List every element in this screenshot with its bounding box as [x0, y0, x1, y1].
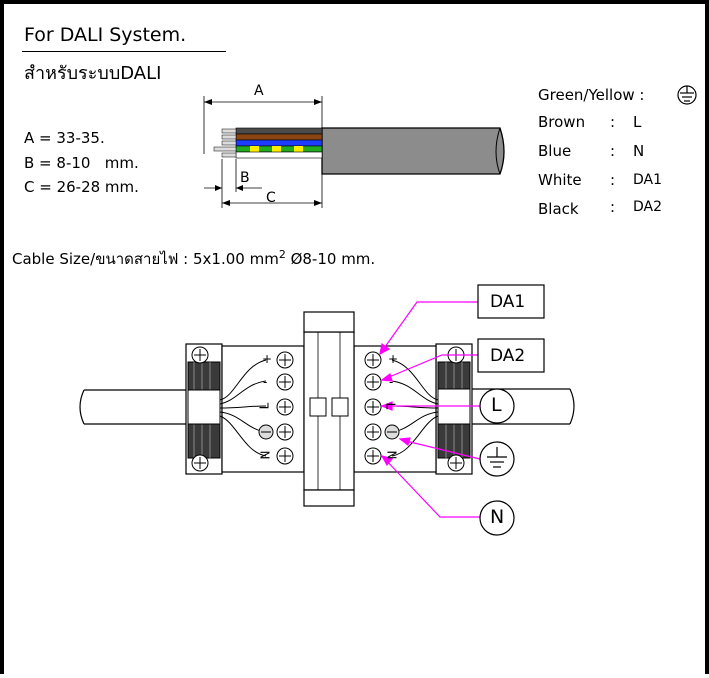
left-terminal-screws	[258, 351, 294, 465]
right-mark-minus: -	[389, 375, 394, 389]
legend-white-code: DA1	[633, 172, 663, 188]
left-mark-l: L	[257, 402, 272, 410]
legend-brown-code: L	[633, 113, 642, 131]
earth-symbol-legend-icon	[677, 85, 697, 105]
dimension-b-label: B	[240, 170, 250, 186]
legend-black-sep: :	[610, 198, 616, 216]
title-underline	[22, 51, 226, 52]
cable-size-superscript: 2	[278, 248, 286, 261]
right-mark-n: N	[384, 450, 399, 460]
dimension-a-text: A = 33-35.	[24, 129, 105, 147]
legend-black: Black	[538, 200, 579, 218]
legend-brown: Brown	[538, 113, 586, 131]
dimension-a-label: A	[254, 83, 264, 99]
dimension-c-text: C = 26-28 mm.	[24, 178, 139, 196]
legend-white: White	[538, 171, 582, 189]
legend-blue-sep: :	[610, 142, 616, 160]
cable-size-main: Cable Size/ขนาดสายไฟ : 5x1.00 mm	[12, 250, 279, 268]
left-mark-plus: +	[262, 352, 273, 366]
callout-da1-box	[477, 284, 545, 319]
terminal-block-drawing	[79, 284, 575, 536]
cable-size-suffix: Ø8-10 mm.	[285, 250, 376, 268]
earth-callout-icon	[487, 447, 507, 468]
page-title: For DALI System.	[24, 24, 187, 46]
right-terminal-screws	[364, 351, 400, 465]
right-strain-relief	[435, 343, 473, 475]
legend-black-code: DA2	[633, 199, 663, 215]
callout-n-circle	[479, 500, 515, 536]
center-coupling	[303, 311, 355, 507]
dimension-b-text: B = 8-10 mm.	[24, 154, 139, 172]
right-mark-l: L	[383, 402, 398, 410]
callout-lines	[379, 301, 481, 518]
left-strain-relief	[185, 343, 223, 475]
left-mark-minus: -	[263, 375, 268, 389]
legend-blue-code: N	[633, 142, 645, 160]
page-title-thai: สำหรับระบบDALI	[24, 63, 162, 84]
dimension-c-label: C	[266, 190, 276, 206]
mounting-screws	[191, 346, 465, 472]
right-mark-plus: +	[388, 352, 399, 366]
callout-da1-label: DA1	[490, 292, 526, 312]
cable-strip-drawing	[203, 96, 505, 208]
callout-earth-circle	[479, 441, 515, 477]
left-mark-n: N	[258, 450, 273, 460]
legend-white-sep: :	[610, 171, 616, 189]
callout-l-circle	[479, 388, 515, 424]
legend-blue: Blue	[538, 142, 572, 160]
callout-n-label: N	[490, 506, 505, 528]
callout-da2-box	[477, 338, 545, 373]
callout-da2-label: DA2	[490, 346, 526, 366]
legend-green-yellow: Green/Yellow :	[538, 86, 645, 104]
legend-brown-sep: :	[610, 113, 616, 131]
callout-l-label: L	[491, 394, 502, 416]
cable-size-text: Cable Size/ขนาดสายไฟ : 5x1.00 mm2 Ø8-10 …	[12, 249, 375, 267]
